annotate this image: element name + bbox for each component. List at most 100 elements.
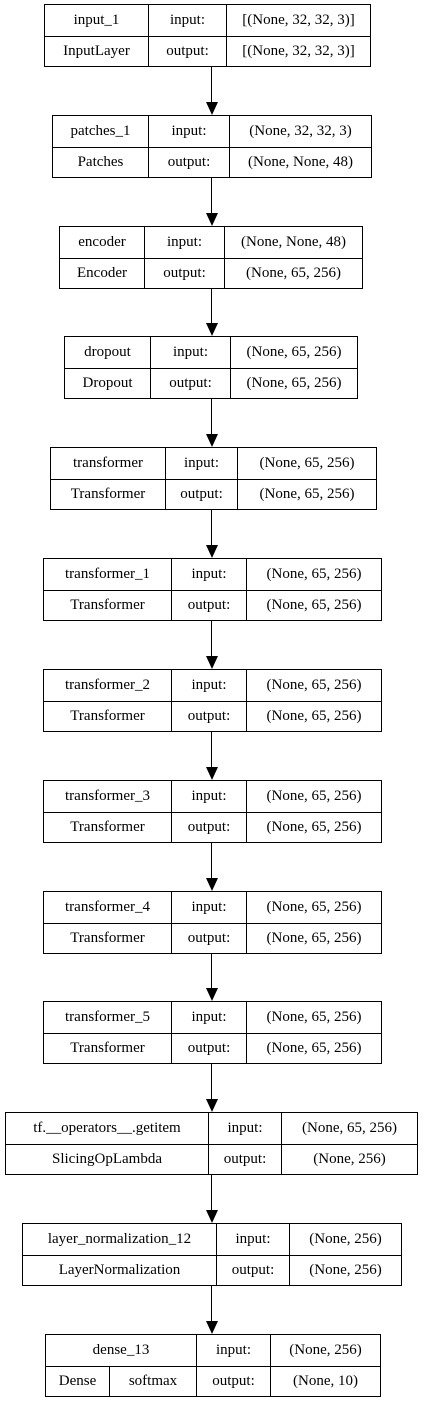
connector-line — [211, 732, 212, 768]
output-label: output: — [171, 701, 246, 732]
input-label: input: — [216, 1224, 289, 1255]
input-shape: (None, 65, 256) — [246, 670, 381, 701]
layer-class: InputLayer — [63, 43, 130, 59]
arrow-down-icon — [205, 323, 218, 336]
input-shape: (None, 256) — [289, 1224, 401, 1255]
connector-line — [211, 621, 212, 657]
layer-name: transformer — [73, 455, 143, 471]
arrow-down-icon — [205, 1210, 218, 1223]
layer-name: transformer_2 — [65, 677, 150, 693]
output-shape: (None, 65, 256) — [224, 258, 362, 289]
input-label: input: — [148, 116, 229, 147]
layer-input-row: transformer_5 input:(None, 65, 256) — [44, 1002, 381, 1034]
input-label: input: — [144, 227, 224, 258]
output-shape: (None, 65, 256) — [246, 812, 381, 843]
input-shape: (None, 65, 256) — [281, 1113, 417, 1144]
arrow-down-icon — [205, 656, 218, 669]
output-label: output: — [171, 1033, 246, 1064]
output-label: output: — [148, 36, 226, 67]
layer-class: Transformer — [70, 1040, 145, 1056]
input-label: input: — [148, 5, 226, 36]
input-shape: (None, 65, 256) — [246, 559, 381, 590]
arrow-down-icon — [205, 434, 218, 447]
layer-name: transformer_3 — [65, 788, 150, 804]
layer-name: layer_normalization_12 — [47, 1231, 192, 1247]
layer-class: Dense — [58, 1373, 97, 1389]
input-shape: (None, 65, 256) — [246, 1002, 381, 1033]
output-shape: (None, 65, 256) — [246, 590, 381, 621]
output-shape: (None, 65, 256) — [246, 1033, 381, 1064]
layer-output-row: Transformer output:(None, 65, 256) — [44, 1033, 381, 1064]
connector-line — [211, 178, 212, 214]
input-shape: (None, 65, 256) — [246, 892, 381, 923]
input-shape: (None, None, 48) — [224, 227, 362, 258]
layer-activation: softmax — [109, 1366, 196, 1397]
layer-name: transformer_5 — [65, 1009, 150, 1025]
arrow-down-icon — [205, 988, 218, 1001]
connector-line — [211, 510, 212, 546]
output-label: output: — [144, 258, 224, 289]
arrow-down-icon — [205, 767, 218, 780]
input-shape: (None, 65, 256) — [246, 781, 381, 812]
connector-line — [211, 289, 212, 324]
input-shape: (None, 65, 256) — [237, 448, 376, 479]
output-shape: (None, 65, 256) — [230, 368, 357, 399]
arrow-down-icon — [205, 213, 218, 226]
output-shape: (None, 256) — [281, 1144, 417, 1175]
layer-class: Patches — [77, 154, 124, 170]
output-label: output: — [171, 923, 246, 954]
output-label: output: — [216, 1255, 289, 1286]
input-label: input: — [171, 1002, 246, 1033]
output-label: output: — [165, 479, 237, 510]
layer-name: encoder — [78, 234, 126, 250]
output-shape: (None, 10) — [270, 1366, 380, 1397]
arrow-down-icon — [205, 545, 218, 558]
layer-output-row: LayerNormalization output:(None, 256) — [23, 1255, 401, 1286]
layer-class: LayerNormalization — [58, 1262, 181, 1278]
output-label: output: — [148, 147, 229, 178]
layer-output-row: Patches output:(None, None, 48) — [53, 147, 371, 178]
connector-line — [211, 1064, 212, 1100]
input-label: input: — [208, 1113, 281, 1144]
arrow-down-icon — [205, 1321, 218, 1334]
layer-class: Transformer — [70, 486, 146, 502]
layer-class: Transformer — [70, 708, 145, 724]
output-label: output: — [196, 1366, 270, 1397]
output-shape: [(None, 32, 32, 3)] — [226, 36, 370, 67]
output-shape: (None, None, 48) — [229, 147, 371, 178]
layer-class: Transformer — [70, 819, 145, 835]
output-shape: (None, 65, 256) — [237, 479, 376, 510]
layer-node: transformer input:(None, 65, 256) Transfor… — [50, 447, 377, 510]
output-label: output: — [208, 1144, 281, 1175]
input-label: input: — [150, 337, 230, 368]
output-label: output: — [150, 368, 230, 399]
input-label: input: — [165, 448, 237, 479]
input-shape: [(None, 32, 32, 3)] — [226, 5, 370, 36]
input-shape: (None, 32, 32, 3) — [229, 116, 371, 147]
input-shape: (None, 65, 256) — [230, 337, 357, 368]
input-label: input: — [171, 559, 246, 590]
output-shape: (None, 256) — [289, 1255, 401, 1286]
